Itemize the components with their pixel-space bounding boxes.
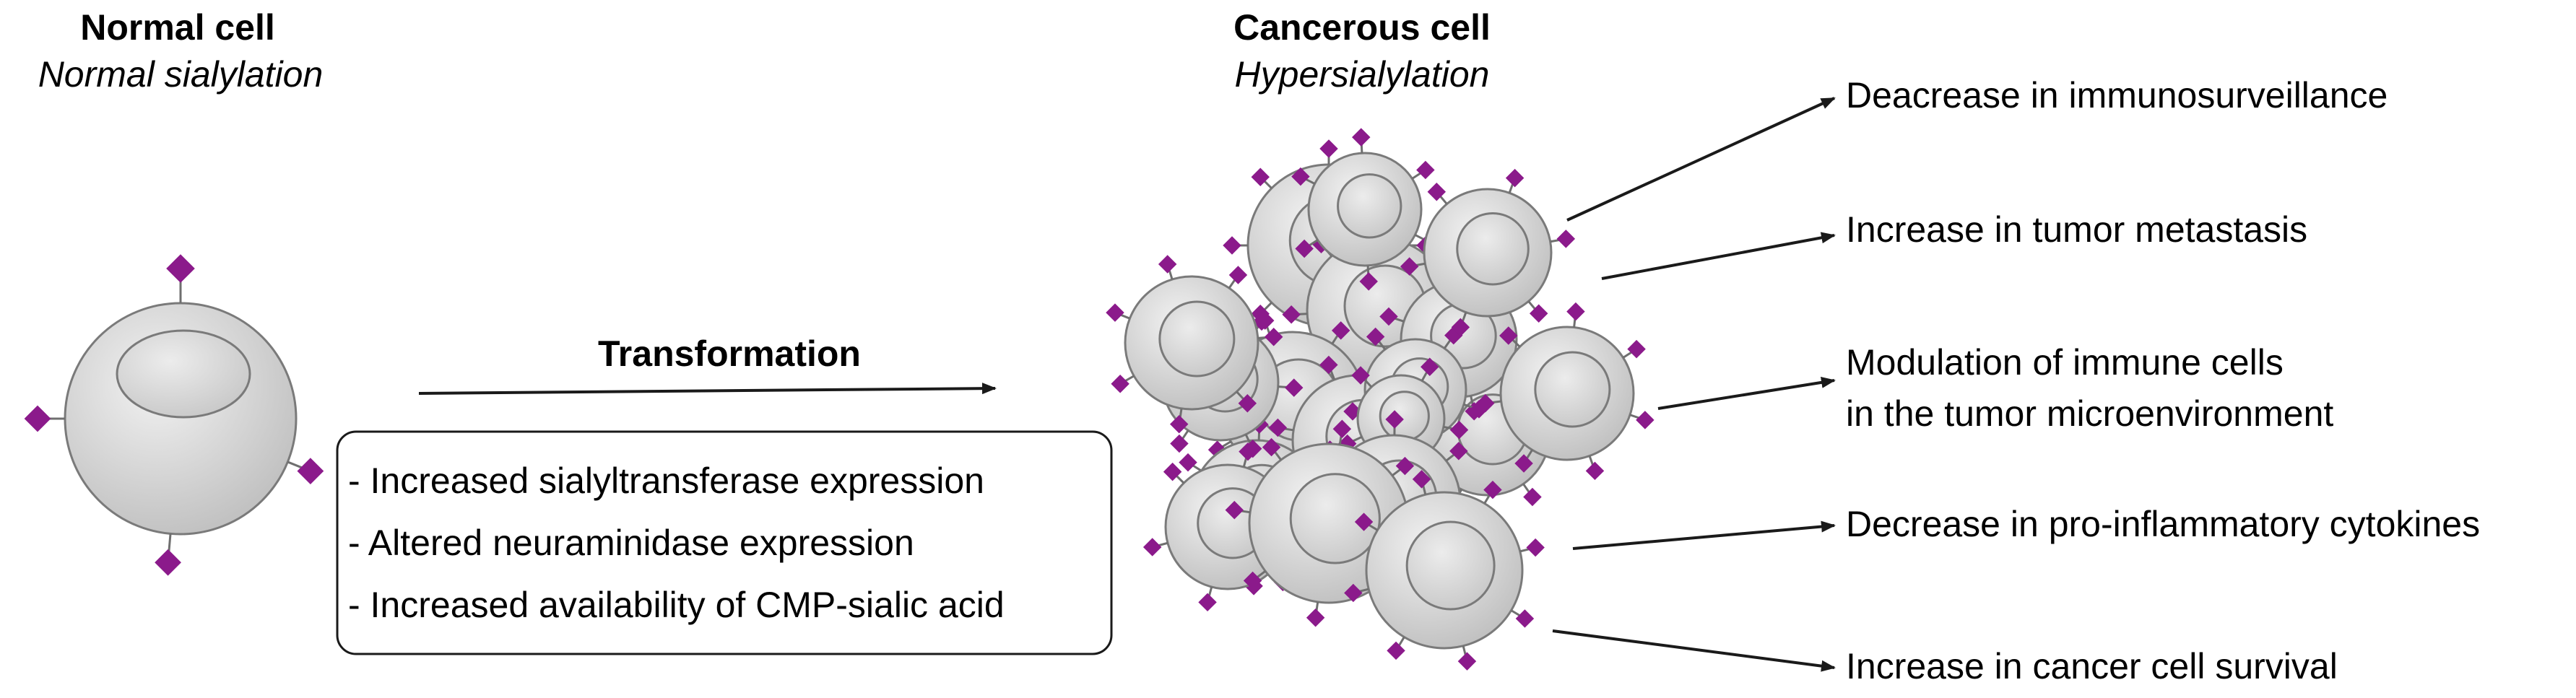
sialic-acid-marker	[1505, 168, 1525, 188]
sialic-acid-marker	[1319, 139, 1338, 158]
nucleus	[1456, 211, 1530, 286]
sialic-acid-marker	[1566, 302, 1585, 321]
outcome-arrow-survival	[1552, 629, 1836, 672]
nucleus	[1289, 473, 1381, 564]
outcome-arrow-cytokines	[1572, 520, 1836, 550]
outcome-immunosurveillance: Deacrease in immunosurveillance	[1846, 75, 2388, 115]
cell	[1423, 188, 1553, 318]
sialic-acid-marker	[1556, 230, 1576, 248]
factor-sialyltransferase: - Increased sialyltransferase expression	[348, 461, 984, 501]
outcome-cytokines: Decrease in pro-inflammatory cytokines	[1846, 504, 2480, 544]
transformation-label: Transformation	[598, 333, 861, 374]
sialic-acid-marker	[155, 549, 181, 576]
sialic-acid-marker	[297, 458, 324, 485]
factor-neuraminidase: - Altered neuraminidase expression	[348, 523, 914, 563]
sialic-acid-marker	[1223, 236, 1241, 255]
sialic-acid-marker	[1523, 487, 1542, 507]
sialic-acid-marker	[1179, 453, 1197, 472]
outcome-arrow-immunosurveillance	[1566, 97, 1836, 222]
normal-cell	[24, 254, 324, 576]
nucleus	[1158, 300, 1236, 378]
sialic-acid-marker	[1585, 461, 1605, 481]
cancer-cell-title: Cancerous cell	[1233, 7, 1491, 48]
sialic-acid-marker	[1106, 303, 1124, 322]
cell	[64, 302, 298, 536]
factors-box	[336, 430, 1113, 655]
normal-cell-title: Normal cell	[80, 7, 275, 48]
sialic-acid-marker	[1306, 608, 1325, 627]
nucleus	[1405, 520, 1496, 611]
sialic-acid-marker	[1142, 538, 1162, 557]
outcome-arrow-immune-modulation	[1657, 376, 1836, 410]
sialic-acid-marker	[1158, 255, 1177, 274]
cancer-cell-cluster	[1106, 128, 1655, 671]
sialic-acid-marker	[166, 254, 195, 283]
sialic-acid-marker	[1170, 434, 1189, 453]
cell	[1307, 152, 1423, 267]
nucleus	[1534, 351, 1611, 428]
outcome-arrow-metastasis	[1601, 232, 1836, 280]
sialic-acid-marker	[1526, 538, 1545, 557]
sialic-acid-marker	[1515, 609, 1535, 628]
outcome-survival: Increase in cancer cell survival	[1846, 646, 2338, 686]
nucleus	[116, 329, 251, 419]
sialic-acid-marker	[1416, 160, 1435, 180]
sialic-acid-marker	[1457, 652, 1477, 671]
sialic-acid-marker	[1228, 266, 1248, 284]
sialic-acid-marker	[1636, 411, 1655, 429]
factor-cmp-sialic-acid: - Increased availability of CMP-sialic a…	[348, 585, 1005, 625]
sialic-acid-marker	[1627, 339, 1646, 359]
transformation-arrow	[418, 383, 997, 395]
outcome-tumor-microenvironment: in the tumor microenvironment	[1846, 393, 2333, 434]
cell	[1124, 275, 1259, 411]
sialic-acid-marker	[1387, 641, 1405, 660]
sialic-acid-marker	[1111, 375, 1129, 393]
outcome-metastasis: Increase in tumor metastasis	[1846, 209, 2307, 250]
outcome-immune-modulation: Modulation of immune cells	[1846, 342, 2284, 383]
nucleus	[1337, 173, 1402, 239]
cancer-cell-subtitle: Hypersialylation	[1235, 54, 1490, 95]
normal-cell-subtitle: Normal sialylation	[38, 54, 324, 95]
cell	[1499, 326, 1635, 461]
nucleus	[1379, 391, 1430, 442]
sialic-acid-marker	[1352, 128, 1371, 147]
cell	[1365, 491, 1524, 650]
sialic-acid-marker	[24, 405, 51, 432]
sialic-acid-marker	[1198, 593, 1217, 612]
